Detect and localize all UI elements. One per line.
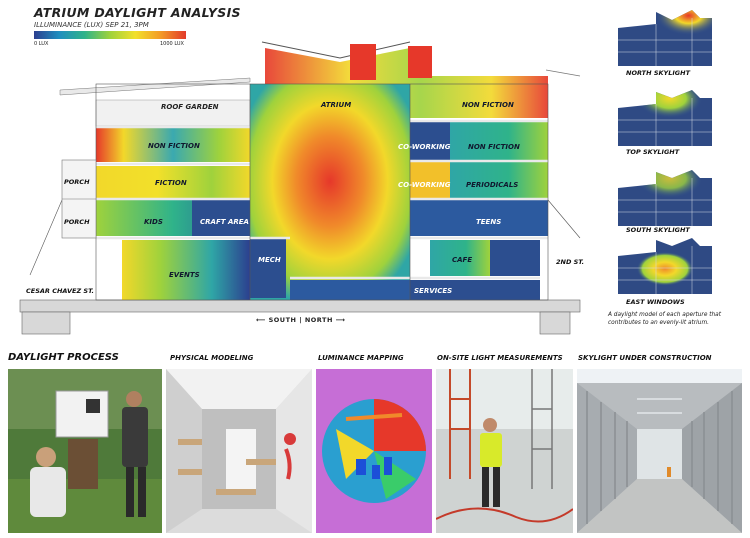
zone-nonfiction-top: NON FICTION xyxy=(462,101,514,109)
physical-modeling-heading: PHYSICAL MODELING xyxy=(170,354,254,362)
top-skylight-panel xyxy=(618,90,712,146)
legend-max-label: 1000 LUX xyxy=(160,41,184,47)
zone-coworking-2: CO-WORKING xyxy=(398,181,451,189)
south-north-compass: ⟵ SOUTH | NORTH ⟶ xyxy=(256,316,346,324)
skylight-diagrams xyxy=(618,10,712,294)
onsite-measurements-heading: ON-SITE LIGHT MEASUREMENTS xyxy=(437,354,563,362)
south-skylight-title: SOUTH SKYLIGHT xyxy=(626,226,690,234)
photo-luminance-map xyxy=(316,369,432,533)
zone-fiction: FICTION xyxy=(155,179,187,187)
zone-mech: MECH xyxy=(258,256,281,264)
north-skylight-panel xyxy=(618,10,712,66)
photo-physical-model xyxy=(166,369,312,533)
zone-nonfiction-right: NON FICTION xyxy=(468,143,520,151)
zone-periodicals: PERIODICALS xyxy=(466,181,519,189)
top-skylight-title: TOP SKYLIGHT xyxy=(626,148,680,156)
luminance-mapping-heading: LUMINANCE MAPPING xyxy=(318,354,404,362)
zone-nonfiction-left: NON FICTION xyxy=(148,142,200,150)
photo-skylight-construction xyxy=(577,369,742,533)
zone-atrium: ATRIUM xyxy=(321,101,352,109)
zone-services: SERVICES xyxy=(414,287,453,295)
zone-kids: KIDS xyxy=(144,218,163,226)
street-label-left: CESAR CHAVEZ ST. xyxy=(26,287,94,295)
south-skylight-panel xyxy=(618,170,712,226)
porch-label-lower: PORCH xyxy=(64,218,90,226)
east-windows-panel xyxy=(618,238,712,294)
porch-label-upper: PORCH xyxy=(64,178,90,186)
photo-onsite-measurement xyxy=(436,369,573,533)
illuminance-legend-bar xyxy=(34,31,186,39)
photo-outdoor-model xyxy=(8,369,162,533)
skylight-caption: A daylight model of each aperture that c… xyxy=(608,312,721,326)
street-label-right: 2ND ST. xyxy=(556,258,585,266)
process-heading: DAYLIGHT PROCESS xyxy=(8,352,119,363)
zone-teens: TEENS xyxy=(476,218,502,226)
legend-min-label: 0 LUX xyxy=(34,41,49,47)
east-windows-title: EAST WINDOWS xyxy=(626,298,685,306)
zone-events: EVENTS xyxy=(169,271,200,279)
building-section-drawing xyxy=(19,41,581,335)
north-skylight-title: NORTH SKYLIGHT xyxy=(626,69,691,77)
zone-roof-garden: ROOF GARDEN xyxy=(161,103,219,111)
zone-coworking-1: CO-WORKING xyxy=(398,143,451,151)
page-title: ATRIUM DAYLIGHT ANALYSIS xyxy=(34,5,241,20)
skylight-construction-heading: SKYLIGHT UNDER CONSTRUCTION xyxy=(578,354,712,362)
zone-cafe: CAFE xyxy=(452,256,473,264)
zone-craft-area: CRAFT AREA xyxy=(200,218,249,226)
page-subtitle: ILLUMINANCE (LUX) SEP 21, 3PM xyxy=(34,21,149,29)
